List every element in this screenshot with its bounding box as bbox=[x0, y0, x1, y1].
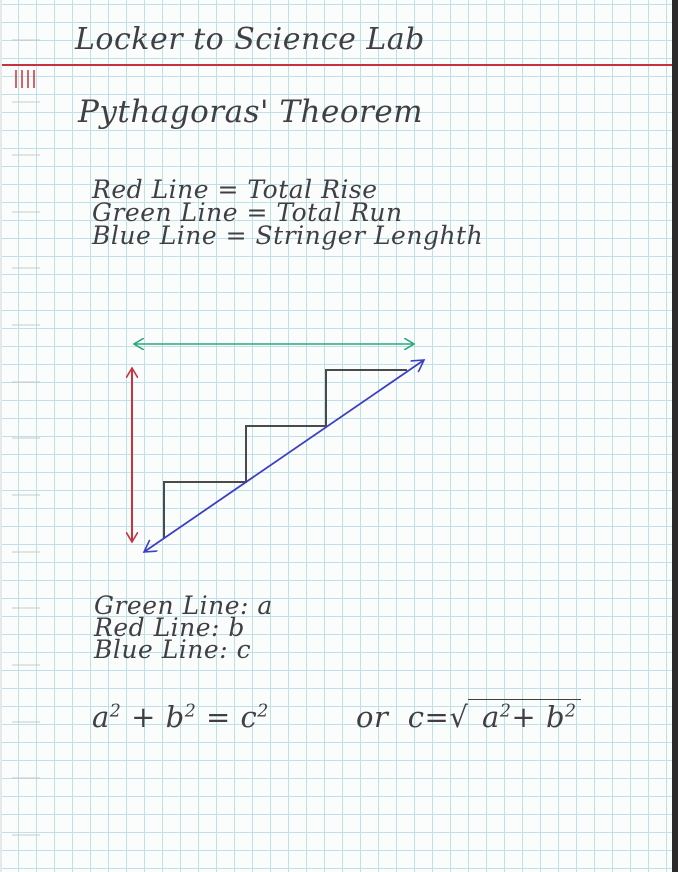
margin-line bbox=[2, 64, 674, 66]
stair-diagram-icon bbox=[112, 320, 442, 570]
legend-red-line: Red Line = Total Rise bbox=[92, 175, 378, 204]
legend-blue-line: Blue Line = Stringer Lenghth bbox=[92, 221, 484, 250]
page-title: Locker to Science Lab bbox=[75, 22, 425, 57]
binding-holes bbox=[12, 39, 40, 836]
variable-a: Green Line: a bbox=[94, 591, 273, 620]
variable-b: Red Line: b bbox=[94, 613, 245, 642]
blue-stringer-arrow bbox=[144, 360, 424, 552]
page-subtitle: Pythagoras' Theorem bbox=[78, 94, 424, 130]
hypotenuse-formula: or c=√ a2+ b2 bbox=[356, 699, 581, 734]
sqrt-icon: √ bbox=[449, 700, 469, 734]
legend-green-line: Green Line = Total Run bbox=[92, 198, 403, 227]
variable-c: Blue Line: c bbox=[94, 635, 252, 664]
pythagorean-formula: a2 + b2 = c2 bbox=[92, 700, 269, 734]
page-edge bbox=[672, 0, 678, 872]
